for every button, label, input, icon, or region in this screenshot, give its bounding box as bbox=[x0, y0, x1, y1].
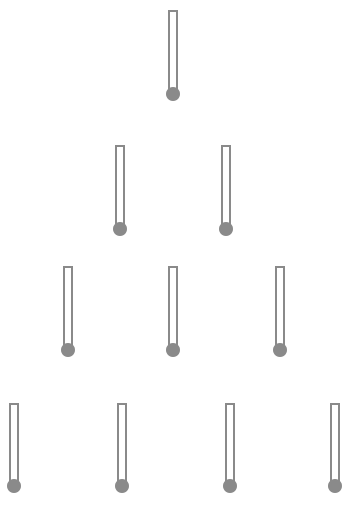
thermometer-tube bbox=[118, 404, 126, 485]
thermometer-bulb bbox=[223, 479, 237, 493]
thermometer-bulb bbox=[219, 222, 233, 236]
thermometer-bulb bbox=[115, 479, 129, 493]
thermometer-bulb bbox=[273, 343, 287, 357]
thermometer-bulb bbox=[113, 222, 127, 236]
thermometer-tube bbox=[276, 267, 284, 349]
thermometer-icon bbox=[115, 404, 129, 493]
thermometer-bulb bbox=[328, 479, 342, 493]
thermometer-icon bbox=[166, 267, 180, 357]
thermometer-tube bbox=[226, 404, 234, 485]
thermometer-tube bbox=[116, 146, 124, 228]
thermometer-bulb bbox=[61, 343, 75, 357]
thermometer-tube bbox=[169, 11, 177, 93]
thermometer-icon bbox=[61, 267, 75, 357]
thermometer-tube bbox=[331, 404, 339, 485]
thermometer-bulb bbox=[166, 343, 180, 357]
thermometer-bulb bbox=[166, 87, 180, 101]
thermometer-bulb bbox=[7, 479, 21, 493]
thermometer-icon bbox=[223, 404, 237, 493]
thermometer-icon bbox=[219, 146, 233, 236]
thermometer-icon bbox=[328, 404, 342, 493]
thermometer-tube bbox=[64, 267, 72, 349]
thermometer-tube bbox=[169, 267, 177, 349]
thermometer-icon bbox=[166, 11, 180, 101]
thermometer-group bbox=[7, 11, 342, 493]
thermometer-icon bbox=[113, 146, 127, 236]
thermometer-tube bbox=[10, 404, 18, 485]
thermometer-icon bbox=[273, 267, 287, 357]
thermometer-icon bbox=[7, 404, 21, 493]
thermometer-tube bbox=[222, 146, 230, 228]
